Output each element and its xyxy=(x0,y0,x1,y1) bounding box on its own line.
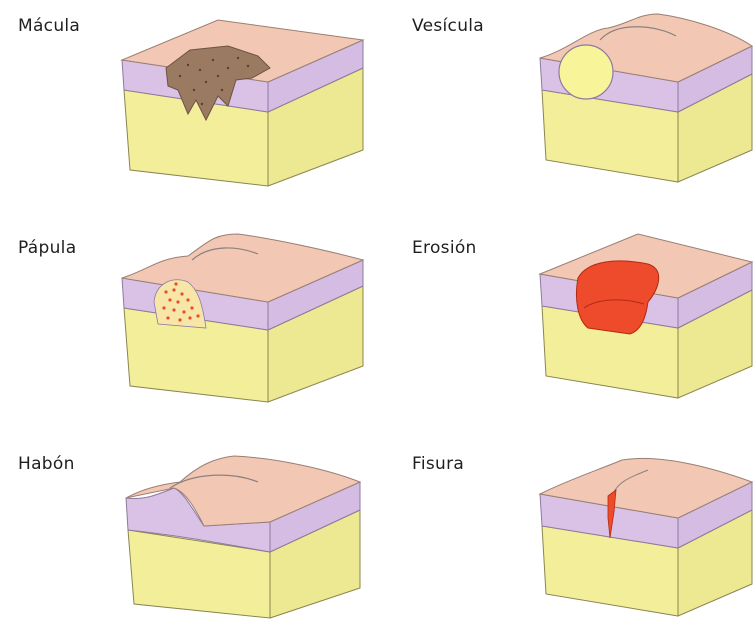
vesicle-blister xyxy=(559,45,613,99)
figure-macula: Mácula xyxy=(0,0,377,206)
figure-label: Pápula xyxy=(18,238,76,258)
skin-block-macula xyxy=(118,10,368,188)
skin-block-wheal xyxy=(124,452,364,622)
figure-papule: Pápula xyxy=(0,206,377,412)
figure-vesicle: Vesícula xyxy=(378,0,755,206)
figure-erosion: Erosión xyxy=(378,206,755,412)
figure-label: Mácula xyxy=(18,16,80,36)
figure-label: Vesícula xyxy=(412,16,484,36)
skin-block-erosion xyxy=(538,230,755,402)
skin-block-fissure xyxy=(538,450,755,620)
skin-block-papule xyxy=(118,232,368,404)
skin-block-vesicle xyxy=(538,10,755,188)
figure-label: Habón xyxy=(18,454,75,474)
figure-label: Fisura xyxy=(412,454,464,474)
figure-fissure: Fisura xyxy=(378,412,755,618)
figure-label: Erosión xyxy=(412,238,477,258)
figure-wheal: Habón xyxy=(0,412,377,618)
